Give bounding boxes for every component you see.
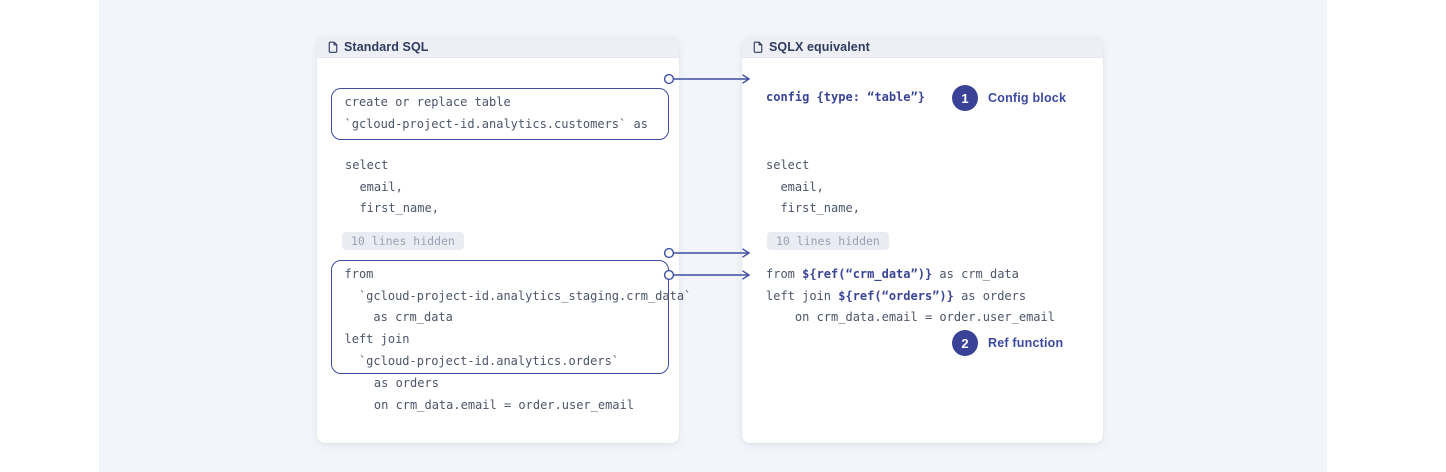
panel-title: Standard SQL (344, 39, 429, 54)
create-table-highlight-box: create or replace table `gcloud-project-… (331, 88, 669, 140)
from-join-highlight-box: from `gcloud-project-id.analytics_stagin… (331, 260, 692, 374)
code-text: left join (766, 288, 839, 303)
code-text: as orders (953, 288, 1027, 303)
hidden-lines-badge: 10 lines hidden (767, 232, 889, 250)
code-line-config: config {type: “table”} (766, 90, 925, 104)
callout-config-block: 1 Config block (952, 85, 1066, 111)
hidden-lines-badge: 10 lines hidden (342, 232, 464, 250)
code-line-join-ref: left join ${ref(“orders”)} as orders (766, 286, 1026, 308)
code-lines-from-join: from `gcloud-project-id.analytics_stagin… (344, 267, 692, 368)
callout-number-badge: 1 (952, 85, 978, 111)
sqlx-panel-header: SQLX equivalent (742, 36, 1103, 58)
sqlx-panel: SQLX equivalent config {type: “table”} s… (742, 36, 1103, 443)
ref-function-token: ${ref(“orders”)} (838, 288, 954, 303)
panel-title: SQLX equivalent (769, 39, 870, 54)
file-icon (327, 41, 339, 53)
ref-function-token: ${ref(“crm_data”)} (802, 267, 933, 281)
code-lines-select: select email, first_name, (766, 158, 860, 216)
standard-sql-panel-header: Standard SQL (317, 36, 679, 58)
callout-number-badge: 2 (952, 330, 978, 356)
file-icon (752, 41, 764, 53)
code-line-on: on crm_data.email = order.user_email (766, 310, 1055, 325)
callout-ref-function: 2 Ref function (952, 330, 1063, 356)
code-text: from (766, 267, 803, 281)
standard-sql-panel: Standard SQL create or replace table `gc… (317, 36, 692, 443)
code-lines-select: select email, first_name, (345, 158, 439, 216)
callout-label: Config block (988, 91, 1067, 105)
callout-label: Ref function (988, 336, 1064, 350)
sqlx-code: config {type: “table”} select email, fir… (742, 58, 1103, 443)
code-lines-join-tail: as orders on crm_data.email = order.user… (373, 376, 634, 412)
content-background (99, 0, 1327, 472)
code-text: as crm_data (932, 267, 1019, 281)
code-lines-create-table: create or replace table `gcloud-project-… (344, 95, 648, 131)
standard-sql-code: create or replace table `gcloud-project-… (317, 58, 692, 443)
code-line-from-ref: from ${ref(“crm_data”)} as crm_data (766, 264, 1019, 286)
